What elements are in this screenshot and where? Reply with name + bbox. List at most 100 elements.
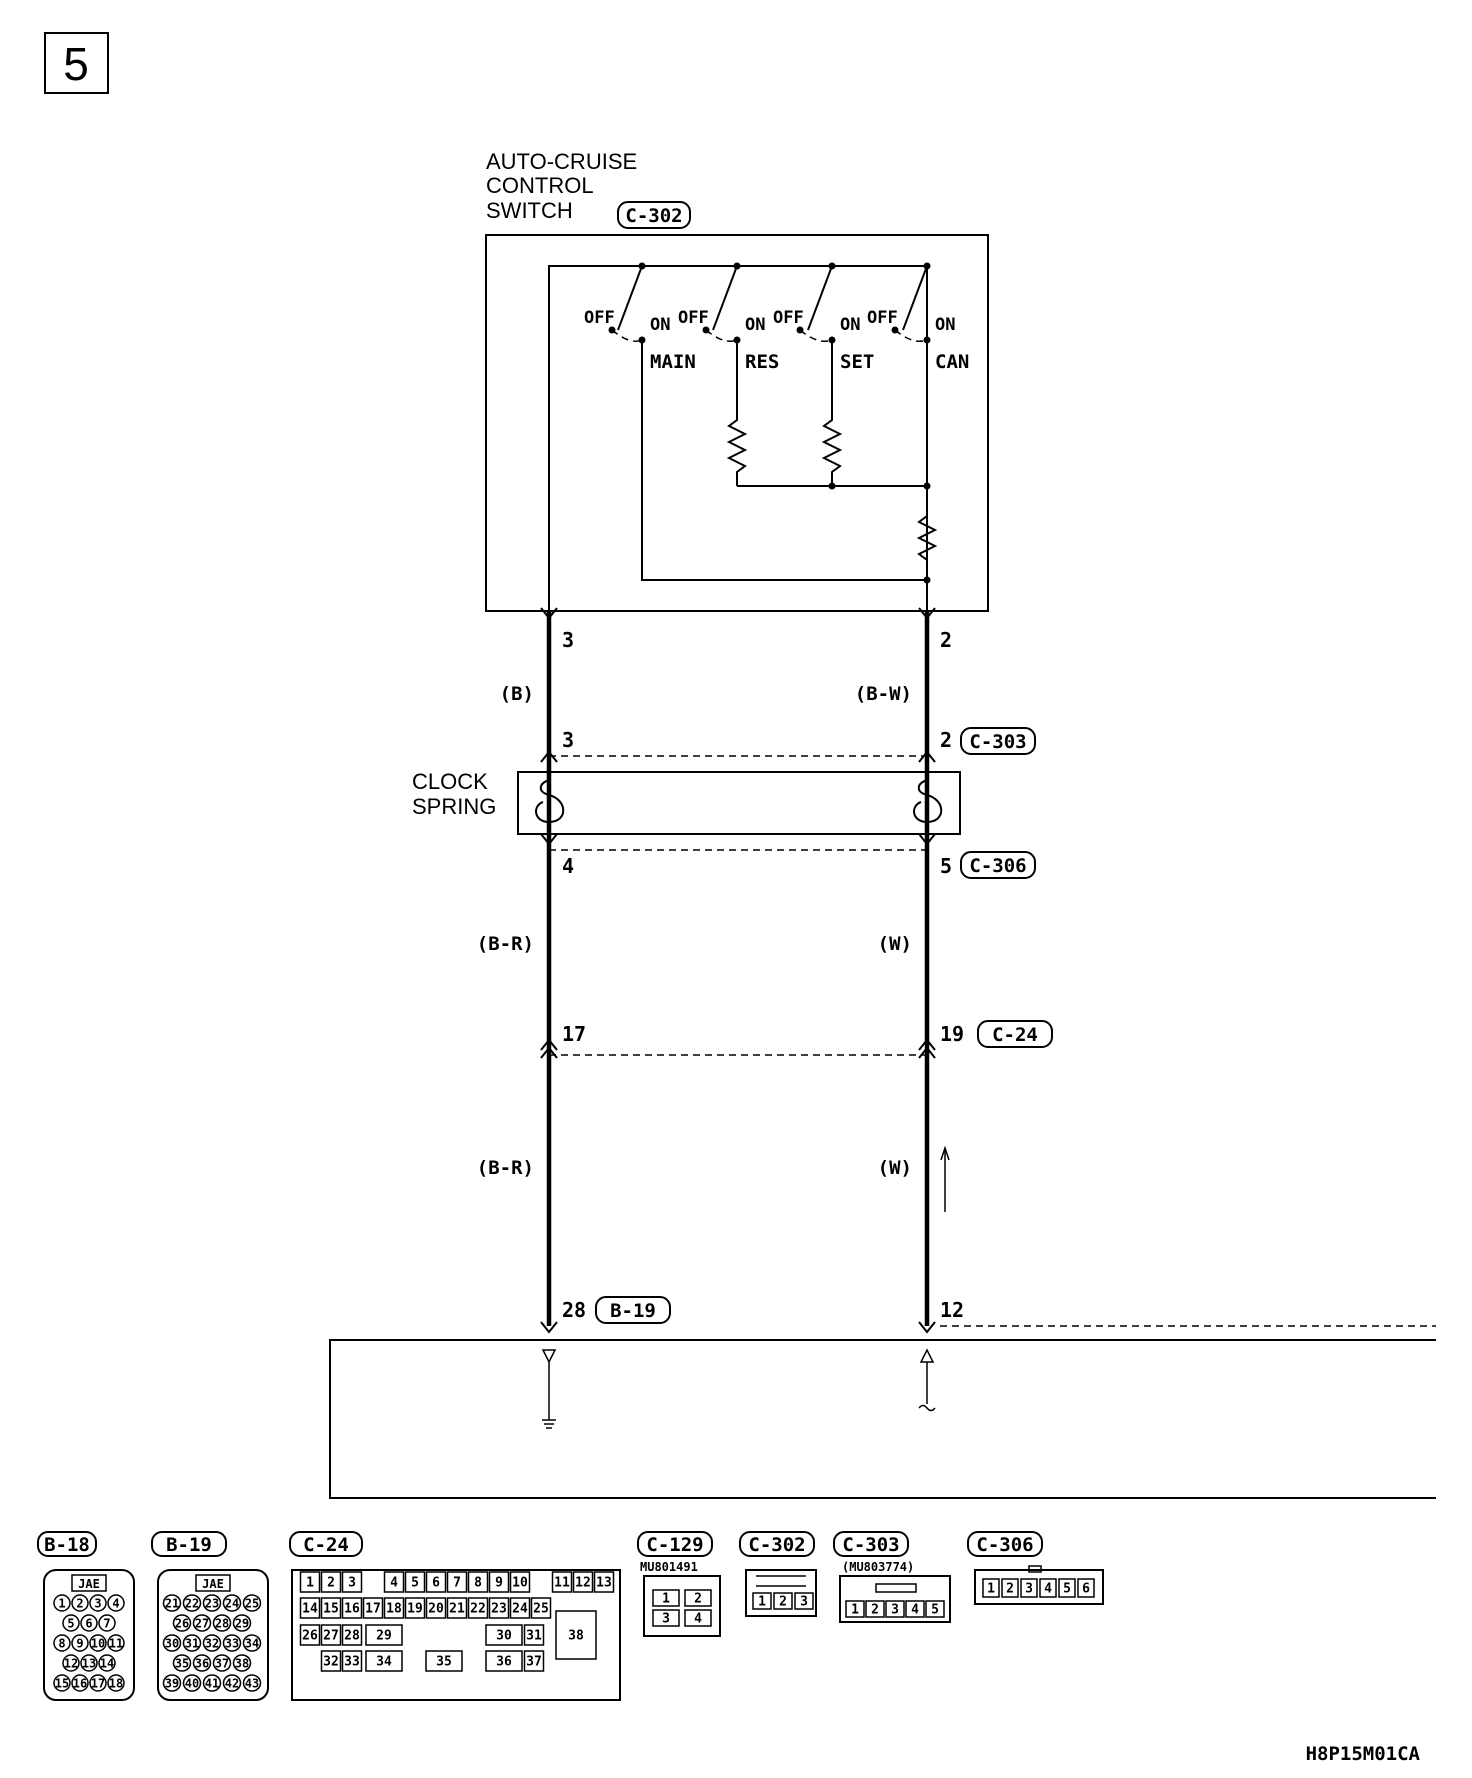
pin-number: 26 xyxy=(175,1617,189,1631)
pin-cavity xyxy=(773,1592,793,1610)
pin-cavity xyxy=(71,1594,89,1612)
connector-tag-c302: C-302 xyxy=(617,201,691,229)
pin-cavity xyxy=(162,1634,182,1652)
page-number: 5 xyxy=(63,38,89,90)
switch-title: AUTO-CRUISE CONTROL SWITCH xyxy=(486,149,637,223)
c129-sub: MU801491 xyxy=(640,1560,698,1574)
pin-number: 3 xyxy=(891,1603,899,1618)
pin-number: 17 xyxy=(365,1602,381,1617)
pin-cavity xyxy=(212,1654,232,1672)
pin-cavity xyxy=(162,1594,182,1612)
connector-tag-c24: C-24 xyxy=(977,1020,1053,1048)
pin-cavity xyxy=(242,1594,262,1612)
pin-number: 28 xyxy=(344,1629,360,1644)
pin-cavity xyxy=(425,1571,447,1593)
pin-cavity xyxy=(222,1634,242,1652)
pin-cavity xyxy=(242,1674,262,1692)
clock-spring-label-2: SPRING xyxy=(412,794,496,819)
pin-cavity xyxy=(1058,1578,1076,1598)
pin-number: 6 xyxy=(1082,1582,1090,1597)
pin-number: 38 xyxy=(235,1657,249,1671)
pin-cavity xyxy=(71,1674,89,1692)
pin-cavity xyxy=(467,1597,489,1619)
pin-cavity xyxy=(446,1571,468,1593)
pin-number: 9 xyxy=(76,1637,83,1651)
b19-sub: JAE xyxy=(202,1577,224,1591)
pin-number: 32 xyxy=(323,1655,339,1670)
pin-cavity xyxy=(98,1614,116,1632)
left-color-1: (B) xyxy=(500,683,534,705)
pin-number: 25 xyxy=(245,1597,259,1611)
c303-sub: (MU803774) xyxy=(842,1560,914,1574)
pin-cavity xyxy=(555,1610,597,1660)
pin-number: 3 xyxy=(662,1612,670,1627)
pin-number: 1 xyxy=(851,1603,859,1618)
pin-number: 5 xyxy=(1063,1582,1071,1597)
right-pin-4: 19 xyxy=(940,1022,964,1046)
pin-cavity xyxy=(1039,1578,1057,1598)
connector-tag-c306-label: C-306 xyxy=(969,855,1026,877)
pin-number: 6 xyxy=(432,1576,440,1591)
pin-cavity xyxy=(362,1597,384,1619)
on-label-main: ON xyxy=(650,315,670,335)
connector-marks xyxy=(540,607,936,1334)
pin-number: 26 xyxy=(302,1629,318,1644)
pin-number: 14 xyxy=(302,1602,318,1617)
right-color-2: (W) xyxy=(878,933,912,955)
pin-cavity xyxy=(222,1674,242,1692)
pin-number: 35 xyxy=(436,1655,452,1670)
pin-number: 10 xyxy=(91,1637,105,1651)
left-color-2: (B-R) xyxy=(477,933,534,955)
pin-number: 42 xyxy=(225,1677,239,1691)
pin-cavity xyxy=(652,1609,680,1627)
pin-cavity xyxy=(62,1654,80,1672)
pin-number: 12 xyxy=(575,1576,591,1591)
connector-tag-c306: C-306 xyxy=(960,851,1036,879)
right-pin-3: 5 xyxy=(940,854,952,878)
pin-cavity xyxy=(53,1634,71,1652)
pin-number: 2 xyxy=(76,1597,83,1611)
pin-cavity xyxy=(202,1594,222,1612)
left-pin-5: 28 xyxy=(562,1298,586,1322)
right-pin-5: 12 xyxy=(940,1298,964,1322)
pin-number: 41 xyxy=(205,1677,219,1691)
pin-cavity xyxy=(530,1597,552,1619)
control-unit-box xyxy=(329,1339,1436,1499)
on-label-set: ON xyxy=(840,315,860,335)
pin-number: 1 xyxy=(662,1592,670,1607)
pin-number: 27 xyxy=(195,1617,209,1631)
pin-cavity xyxy=(684,1609,712,1627)
pin-number: 25 xyxy=(533,1602,549,1617)
right-color-1: (B-W) xyxy=(855,683,912,705)
pin-number: 36 xyxy=(496,1655,512,1670)
pin-cavity xyxy=(865,1600,885,1618)
pin-cavity xyxy=(925,1600,945,1618)
pin-cavity xyxy=(212,1614,232,1632)
connector-view-c129-label: C-129 xyxy=(646,1534,703,1556)
pin-number: 1 xyxy=(987,1582,995,1597)
pin-number: 35 xyxy=(175,1657,189,1671)
pin-number: 5 xyxy=(67,1617,74,1631)
right-pin-2: 2 xyxy=(940,728,952,752)
pin-cavity xyxy=(365,1624,403,1646)
pin-number: 18 xyxy=(386,1602,402,1617)
pin-number: 7 xyxy=(103,1617,110,1631)
pin-cavity xyxy=(172,1614,192,1632)
connector-tag-c303: C-303 xyxy=(960,727,1036,755)
pin-number: 2 xyxy=(1006,1582,1014,1597)
pin-cavity xyxy=(1077,1578,1095,1598)
connector-tag-b19: B-19 xyxy=(595,1296,671,1324)
pin-number: 30 xyxy=(165,1637,179,1651)
pin-cavity xyxy=(53,1674,71,1692)
pin-number: 40 xyxy=(185,1677,199,1691)
wire-colors: (B) (B-R) (B-R) (B-W) (W) (W) xyxy=(477,683,912,1179)
pin-number: 4 xyxy=(1044,1582,1052,1597)
pin-cavity xyxy=(89,1674,107,1692)
position-set: SET xyxy=(840,351,874,373)
pin-cavity xyxy=(192,1654,212,1672)
connector-tag-c24-label: C-24 xyxy=(992,1024,1038,1046)
pin-cavity xyxy=(593,1571,615,1593)
pin-cavity xyxy=(232,1654,252,1672)
